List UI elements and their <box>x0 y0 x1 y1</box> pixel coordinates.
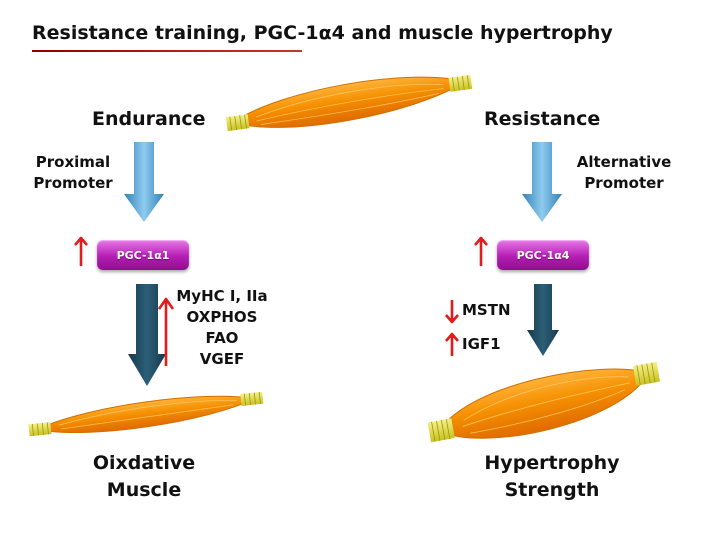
oxidative-muscle-label: Oixdative Muscle <box>92 452 196 501</box>
pgc1a1-badge: PGC-1α1 <box>97 240 189 270</box>
light-arrow-icon <box>124 142 164 222</box>
red-up-arrow-icon <box>445 332 459 356</box>
hypertrophy-strength-label: Hypertrophy Strength <box>484 452 620 501</box>
red-up-arrow-icon <box>157 297 175 366</box>
muscle-fiber-icon <box>28 391 264 437</box>
list-item: MyHC I, IIa <box>176 287 268 305</box>
list-item: OXPHOS <box>186 308 258 326</box>
dark-arrow-icon <box>527 284 559 356</box>
title-underline <box>32 50 302 52</box>
dark-arrow-icon <box>128 284 166 386</box>
pgc1a4-badge: PGC-1α4 <box>497 240 589 270</box>
list-item: FAO <box>205 329 239 347</box>
proximal-promoter-label: Proximal Promoter <box>33 153 113 192</box>
alternative-promoter-label: Alternative Promoter <box>576 153 672 192</box>
muscle-fiber-icon <box>225 74 473 132</box>
endurance-gene-list: MyHC I, IIa OXPHOS FAO VGEF <box>174 286 270 370</box>
igf1-label: IGF1 <box>462 335 501 353</box>
red-up-arrow-icon <box>74 236 88 266</box>
endurance-heading: Endurance <box>92 108 206 130</box>
muscle-fiber-icon <box>427 361 661 443</box>
resistance-heading: Resistance <box>484 108 601 130</box>
red-down-arrow-icon <box>445 300 459 324</box>
page-title: Resistance training, PGC-1α4 and muscle … <box>32 22 613 44</box>
light-arrow-icon <box>522 142 562 222</box>
red-up-arrow-icon <box>474 236 488 266</box>
list-item: VGEF <box>199 350 245 368</box>
mstn-label: MSTN <box>462 301 511 319</box>
